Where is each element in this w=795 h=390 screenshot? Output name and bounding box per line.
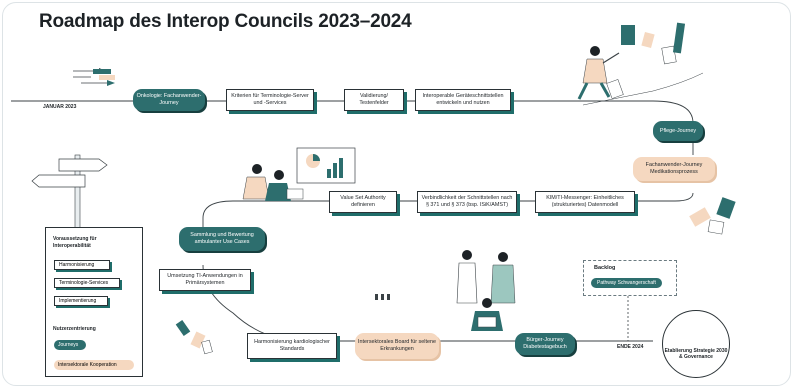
roadmap-path — [11, 22, 736, 355]
node-verbindlichkeit[interactable]: Verbindlichkeit der Schnittstellen nach … — [417, 191, 517, 213]
roadmap-frame: Roadmap des Interop Councils 2023–2024 — [2, 2, 791, 386]
node-umsetzung[interactable]: Umsetzung TI-Anwendungen in Primärsystem… — [159, 269, 251, 291]
node-validierung[interactable]: Validierung/ Testenfelder — [344, 89, 404, 111]
legend-item-implementierung: Implementierung — [54, 296, 108, 306]
node-buerger[interactable]: Bürger-Journey Diabetestagebuch — [515, 333, 575, 355]
people-laptop-illustration — [242, 147, 356, 201]
end-goal-circle: Etablierung Strategie 2030 & Governance — [662, 310, 730, 378]
node-value-set[interactable]: Value Set Authority definieren — [329, 191, 397, 213]
end-goal-text: Etablierung Strategie 2030 & Governance — [664, 348, 728, 361]
node-medikation[interactable]: Fachanwender-Journey Medikationsprozess — [633, 157, 715, 181]
backlog-title: Backlog — [594, 265, 616, 271]
node-onkologie[interactable]: Onkologie: Fachanwender-Journey — [133, 89, 205, 111]
node-sammlung[interactable]: Sammlung und Bewertung ambulanter Use Ca… — [179, 227, 265, 251]
legend-item-kooperation: Intersektorale Kooperation — [54, 360, 134, 370]
legend-heading-voraussetzung: Voraussetzung für Interoperabilität — [53, 236, 97, 249]
start-marker: JANUAR 2023 — [43, 104, 77, 110]
end-marker: ENDE 2024 — [617, 344, 644, 350]
person-papers-illustration — [577, 22, 704, 106]
backlog-item[interactable]: Pathway Schwangerschaft — [591, 278, 662, 288]
legend-heading-nutzerzentrierung: Nutzerzentrierung — [53, 326, 96, 332]
node-harmonisierung-kard[interactable]: Harmonisierung kardiologischer Standards — [247, 333, 337, 359]
people-group-illustration — [456, 250, 516, 331]
node-interoperable[interactable]: Interoperable Geräteschnittstellen entwi… — [415, 89, 511, 111]
node-intersektorales[interactable]: Intersektorales Board für seltene Erkran… — [355, 333, 439, 359]
node-kriterien[interactable]: Kriterien für Terminologie-Server und -S… — [226, 89, 314, 111]
signpost-icon — [31, 154, 108, 231]
start-arrows-icon — [73, 68, 115, 86]
node-kim[interactable]: KIM/TI-Messenger: Einheitliches (struktu… — [535, 191, 635, 213]
papers-decoration — [175, 197, 736, 355]
legend: Voraussetzung für Interoperabilität Harm… — [45, 227, 143, 377]
node-pflege[interactable]: Pflege-Journey — [653, 121, 703, 141]
legend-item-terminologie: Terminologie-Services — [54, 278, 120, 288]
backlog-box: Backlog Pathway Schwangerschaft — [583, 260, 677, 296]
legend-item-journeys: Journeys — [54, 340, 86, 350]
legend-item-harmonisierung: Harmonisierung — [54, 260, 110, 270]
page-title: Roadmap des Interop Councils 2023–2024 — [39, 11, 412, 32]
